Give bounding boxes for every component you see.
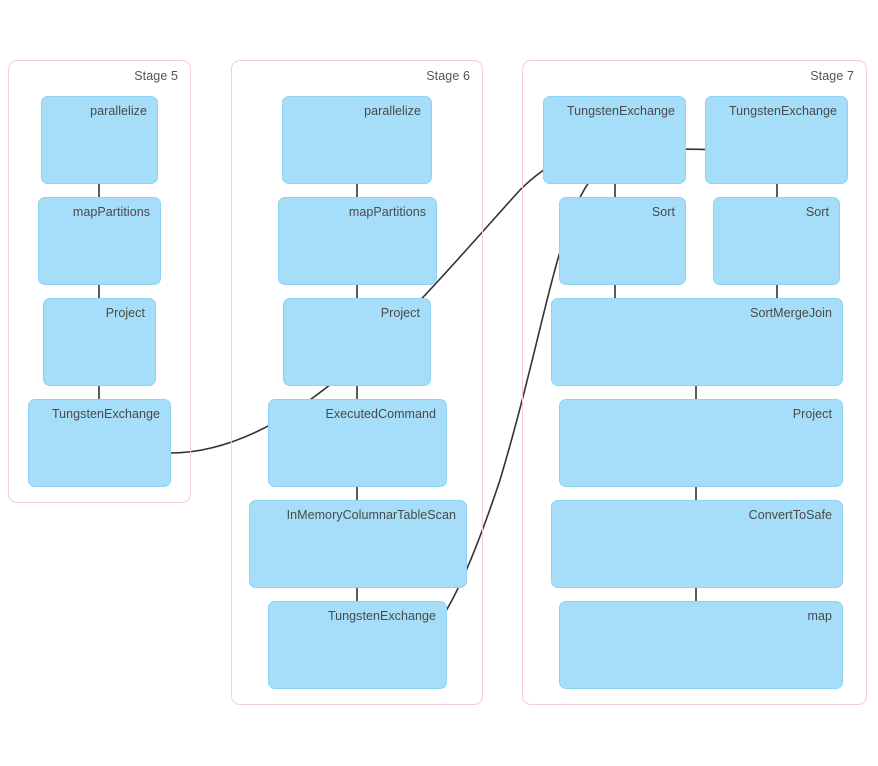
operator-label: TungstenExchange	[51, 407, 160, 421]
operator-node-project[interactable]: Project	[283, 298, 431, 386]
operator-label: Project	[792, 407, 832, 421]
operator-node-sortmergejoin[interactable]: SortMergeJoin	[551, 298, 843, 386]
operator-label: mapPartitions	[72, 205, 150, 219]
operator-node-parallelize[interactable]: parallelize	[282, 96, 432, 184]
operator-label: Project	[380, 306, 420, 320]
operator-node-tungstenexchange[interactable]: TungstenExchange	[28, 399, 171, 487]
operator-label: SortMergeJoin	[750, 306, 832, 320]
operator-label: ExecutedCommand	[325, 407, 436, 421]
operator-label: Project	[105, 306, 145, 320]
operator-node-converttosafe[interactable]: ConvertToSafe	[551, 500, 843, 588]
operator-label: map	[807, 609, 832, 623]
operator-node-executedcommand[interactable]: ExecutedCommand	[268, 399, 447, 487]
stage-label: Stage 6	[426, 69, 470, 83]
operator-label: TungstenExchange	[327, 609, 436, 623]
operator-node-inmemorycolumnartablescan[interactable]: InMemoryColumnarTableScan	[249, 500, 467, 588]
operator-node-mappartitions[interactable]: mapPartitions	[38, 197, 161, 285]
stage-label: Stage 5	[134, 69, 178, 83]
operator-label: parallelize	[90, 104, 147, 118]
operator-node-project[interactable]: Project	[559, 399, 843, 487]
operator-label: TungstenExchange	[566, 104, 675, 118]
stage-container-stage-5[interactable]: Stage 5	[8, 60, 191, 503]
operator-node-sort[interactable]: Sort	[713, 197, 840, 285]
operator-node-mappartitions[interactable]: mapPartitions	[278, 197, 437, 285]
stage-container-stage-6[interactable]: Stage 6	[231, 60, 483, 705]
operator-label: Sort	[651, 205, 675, 219]
operator-label: InMemoryColumnarTableScan	[286, 508, 456, 522]
operator-label: Sort	[805, 205, 829, 219]
stage-label: Stage 7	[810, 69, 854, 83]
operator-label: ConvertToSafe	[748, 508, 832, 522]
operator-node-sort[interactable]: Sort	[559, 197, 686, 285]
operator-node-tungstenexchange[interactable]: TungstenExchange	[705, 96, 848, 184]
operator-node-tungstenexchange[interactable]: TungstenExchange	[268, 601, 447, 689]
operator-label: parallelize	[364, 104, 421, 118]
operator-label: mapPartitions	[348, 205, 426, 219]
operator-node-project[interactable]: Project	[43, 298, 156, 386]
operator-node-tungstenexchange[interactable]: TungstenExchange	[543, 96, 686, 184]
operator-label: TungstenExchange	[728, 104, 837, 118]
operator-node-map[interactable]: map	[559, 601, 843, 689]
operator-node-parallelize[interactable]: parallelize	[41, 96, 158, 184]
stage-container-stage-7[interactable]: Stage 7	[522, 60, 867, 705]
